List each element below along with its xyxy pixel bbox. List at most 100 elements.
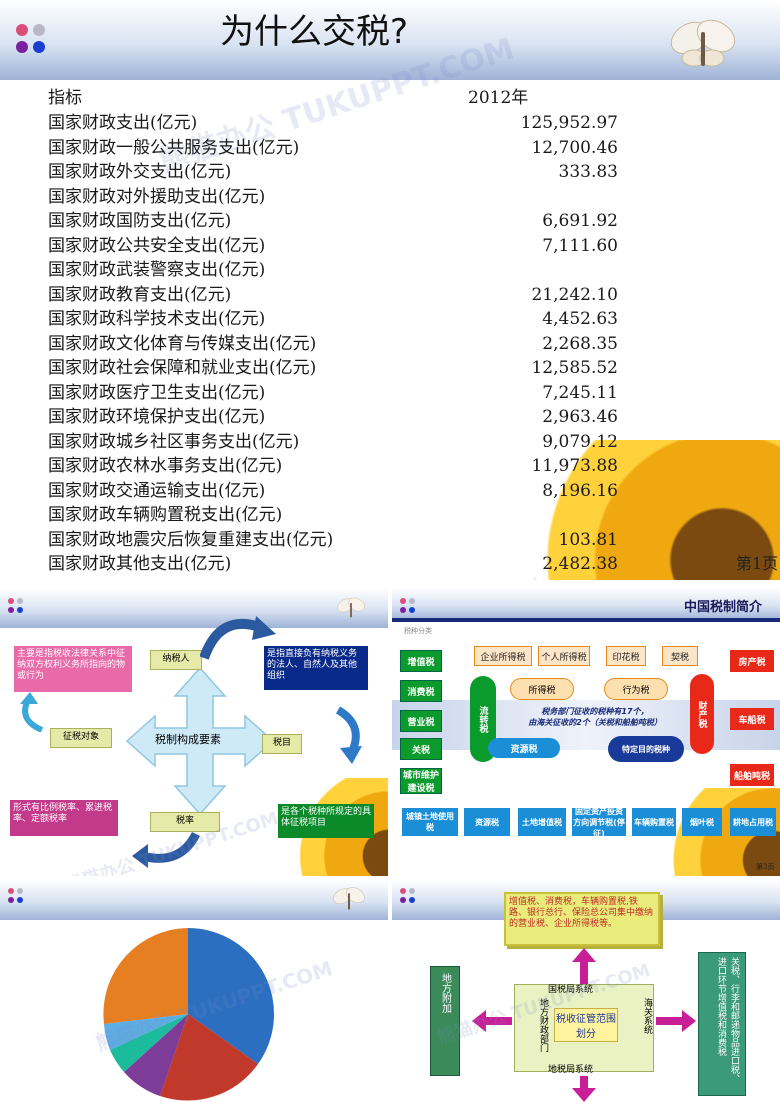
pie-slice-teal	[110, 1014, 188, 1072]
table-row: 国家财政科学技术支出(亿元) 4,452.63	[48, 307, 618, 332]
row-value: 103.81	[558, 529, 618, 550]
arrow-down-icon	[572, 1076, 596, 1102]
center-label: 税收征管范围划分	[554, 1008, 618, 1042]
pie-slice-red	[160, 1014, 258, 1101]
pie-slice-purple	[124, 1014, 188, 1096]
slide-5: 增值税、消费税，车辆购置税,铁路、银行总行、保险总公司集中缴纳的营业税、企业所得…	[392, 880, 780, 1102]
slide-header-band	[0, 880, 388, 920]
row-label: 国家财政教育支出(亿元)	[48, 284, 232, 305]
sunflower-decoration	[470, 440, 780, 580]
left-tax-item: 营业税	[400, 710, 442, 732]
left-tax-item: 城市维护建设税	[400, 768, 442, 794]
customs-label: 海关系统	[642, 998, 652, 1034]
bottom-tax-item: 固定资产投资方向调节税(停征)	[572, 806, 626, 838]
pie-chart	[103, 928, 275, 1101]
rate-box: 税率	[150, 812, 220, 832]
table-row: 国家财政外交支出(亿元) 333.83	[48, 160, 618, 185]
header-label: 指标	[48, 88, 82, 108]
slide-header-band	[0, 588, 388, 628]
taxpayer-description: 是指直接负有纳税义务的法人、自然人及其他组织	[264, 646, 368, 690]
title-divider	[392, 618, 780, 622]
row-label: 国家财政社会保障和就业支出(亿元)	[48, 358, 317, 378]
pie-slice-lightblue	[104, 1014, 188, 1050]
resource-tax-oval: 资源税	[488, 738, 560, 758]
table-row: 国家财政交通运输支出(亿元)8,196.16	[48, 479, 618, 504]
table-row: 国家财政武装警察支出(亿元)	[48, 258, 618, 283]
row-label: 国家财政车辆购置税支出(亿元)	[48, 505, 283, 525]
income-tax-oval: 所得税	[510, 678, 574, 700]
slide-dots-icon	[400, 888, 415, 903]
bottom-tax-item: 烟叶税	[682, 808, 722, 836]
row-value: 333.83	[558, 162, 618, 182]
row-label: 国家财政外交支出(亿元)	[48, 162, 232, 182]
center-label: 税制构成要素	[155, 733, 221, 746]
right-tax-item: 船舶吨税	[730, 764, 774, 786]
curved-arrow-icon	[335, 706, 362, 764]
row-value: 2,268.35	[542, 333, 618, 354]
row-label: 国家财政科学技术支出(亿元)	[48, 309, 266, 329]
customs-note-box: 关税、行李和邮递物品进口税、进口环节增值税和消费税	[698, 952, 746, 1096]
table-row: 国家财政社会保障和就业支出(亿元) 12,585.52	[48, 356, 618, 381]
tax-count-note: 税务部门征收的税种有17个， 由海关征收的2个（关税和船舶吨税）	[528, 707, 662, 727]
table-row: 国家财政地震灾后恢复重建支出(亿元) 103.81	[48, 528, 618, 553]
slide-4: 熊猫办公 TUKUPPT.COM	[0, 880, 388, 1102]
curved-arrow-icon	[200, 616, 276, 660]
national-system-label: 国税局系统	[548, 985, 594, 995]
curved-arrow-icon	[132, 831, 200, 868]
slide-3: 中国税制简介 税种分类 增值税消费税营业税关税城市维护建设税 流转税 企业所得税…	[392, 588, 780, 876]
table-row: 国家财政医疗卫生支出(亿元) 7,245.11	[48, 381, 618, 406]
bottom-tax-item: 土地增值税	[518, 808, 566, 836]
table-row: 国家财政公共安全支出(亿元)7,111.60	[48, 234, 618, 259]
slide-dots-icon	[400, 598, 415, 613]
table-row: 国家财政教育支出(亿元)21,242.10	[48, 283, 618, 308]
taxpayer-box: 纳税人	[150, 650, 202, 670]
table-row: 国家财政文化体育与传媒支出(亿元)2,268.35	[48, 332, 618, 357]
center-band	[392, 700, 780, 750]
row-value: 7,245.11	[542, 382, 618, 403]
bottom-tax-item: 资源税	[464, 808, 510, 836]
table-row: 国家财政一般公共服务支出(亿元) 12,700.46	[48, 136, 618, 161]
personal-income-tax: 个人所得税	[538, 646, 590, 666]
slide-dots-icon	[16, 24, 45, 53]
header-year: 2012年	[468, 88, 529, 108]
page-title: 为什么交税?	[220, 12, 409, 52]
row-label: 国家财政城乡社区事务支出(亿元)	[48, 431, 300, 452]
national-tax-note: 增值税、消费税，车辆购置税,铁路、银行总行、保险总公司集中缴纳的营业税、企业所得…	[504, 892, 660, 946]
table-row: 国家财政农林水事务支出(亿元)11,973.88	[48, 454, 618, 479]
table-row: 国家财政其他支出(亿元) 2,482.38	[48, 552, 618, 577]
left-tax-item: 消费税	[400, 680, 442, 702]
row-label: 国家财政对外援助支出(亿元)	[48, 186, 266, 207]
row-value: 4,452.63	[542, 309, 618, 329]
table-header: 指标 2012年	[48, 86, 618, 111]
page-number: 第1页	[736, 554, 779, 573]
bottom-tax-item: 车辆购置税	[632, 808, 676, 836]
deed-tax: 契税	[662, 646, 698, 666]
row-label: 国家财政医疗卫生支出(亿元)	[48, 382, 266, 403]
row-value: 2,482.38	[542, 554, 618, 574]
property-tax-oval: 财产税	[690, 674, 714, 754]
curved-arrow-icon	[20, 692, 44, 732]
row-value: 12,700.46	[531, 137, 618, 158]
butterfly-icon	[670, 19, 736, 67]
row-label: 国家财政农林水事务支出(亿元)	[48, 456, 283, 476]
row-label: 国家财政地震灾后恢复重建支出(亿元)	[48, 529, 334, 550]
object-box: 征税对象	[50, 728, 112, 748]
slide-dots-icon	[8, 598, 23, 613]
row-label: 国家财政一般公共服务支出(亿元)	[48, 137, 300, 158]
table-row: 国家财政对外援助支出(亿元)	[48, 185, 618, 210]
table-row: 国家财政国防支出(亿元)6,691.92	[48, 209, 618, 234]
slide-1: 为什么交税? 熊猫办公 TUKUPPT.COM 熊猫办公 TUKUPPT.COM…	[0, 0, 780, 580]
row-label: 国家财政其他支出(亿元)	[48, 554, 232, 574]
local-finance-label: 地方财政部门	[538, 998, 548, 1052]
slide-dots-icon	[8, 888, 23, 903]
row-label: 国家财政支出(亿元)	[48, 113, 198, 133]
object-description: 主要是指税收法律关系中征纳双方权利义务所指向的物或行为	[14, 646, 132, 692]
row-label: 国家财政武装警察支出(亿元)	[48, 260, 266, 280]
local-addition-box: 地方附加	[430, 966, 460, 1076]
right-tax-item: 车船税	[730, 708, 774, 730]
row-value: 12,585.52	[531, 358, 618, 378]
row-value	[458, 258, 618, 283]
row-label: 国家财政交通运输支出(亿元)	[48, 480, 266, 501]
slide-header-band	[392, 588, 780, 620]
rate-description: 形式有比例税率、累进税率、定额税率	[10, 800, 118, 836]
